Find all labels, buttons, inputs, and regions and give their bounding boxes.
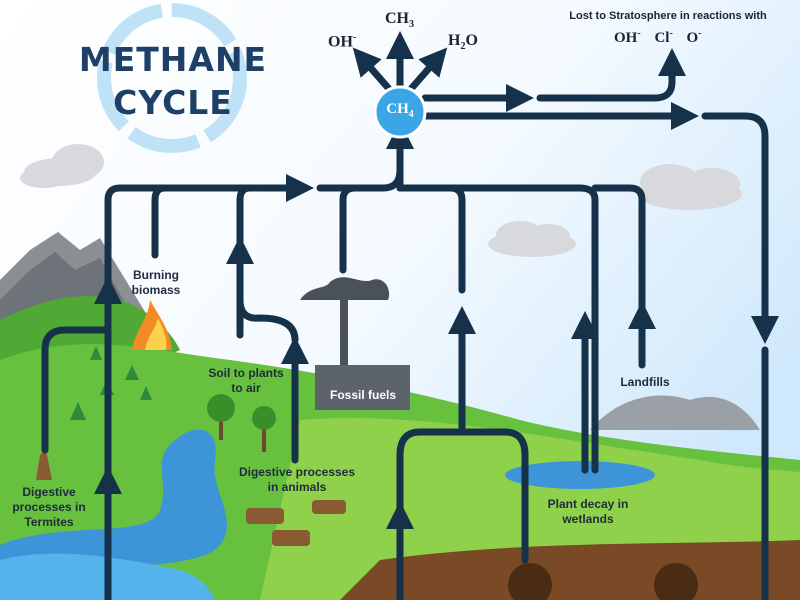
burning-arrow-line xyxy=(151,184,169,259)
right-loop-line xyxy=(701,112,779,344)
collector-arrow xyxy=(104,174,314,600)
cow-icon xyxy=(246,500,346,546)
product-oh: OH- xyxy=(328,32,357,51)
stratosphere-ions: OH- Cl- O- xyxy=(614,28,702,47)
cloud-icon xyxy=(638,164,742,210)
soil-line xyxy=(236,296,299,344)
ion-o: O- xyxy=(686,28,702,46)
ion-oh: OH- xyxy=(614,28,641,46)
ch4-label: CH4 xyxy=(386,101,414,120)
cloud-icon xyxy=(488,221,576,257)
stratosphere-line xyxy=(536,48,686,102)
cloud-icon xyxy=(20,144,104,188)
termite-mound-icon xyxy=(36,450,52,480)
title-line1: METHANE xyxy=(78,40,268,79)
termite-line xyxy=(41,326,112,454)
fire-icon xyxy=(132,300,172,350)
stratosphere-caption: Lost to Stratosphere in reactions with xyxy=(569,10,767,22)
decay-bubble-icon xyxy=(508,563,552,600)
ion-cl: Cl- xyxy=(654,28,673,46)
label-fossil-fuels: Fossil fuels xyxy=(329,388,397,402)
landfill-line xyxy=(591,184,646,314)
label-burning-biomass: Burning biomass xyxy=(131,268,181,297)
label-plant-decay-wetlands: Plant decay in wetlands xyxy=(547,497,629,526)
decay-bubble-icon xyxy=(654,563,698,600)
oh-product-arrow xyxy=(352,47,394,94)
ch4-node-icon xyxy=(373,85,427,139)
label-soil-to-plants: Soil to plants to air xyxy=(208,366,284,395)
label-landfills: Landfills xyxy=(620,375,670,389)
product-ch3: CH3 xyxy=(385,10,414,31)
title-line2: CYCLE xyxy=(113,83,233,122)
landfill-icon xyxy=(590,395,760,430)
tree-icon xyxy=(207,394,276,452)
factory-icon xyxy=(300,277,410,410)
collector-line xyxy=(396,184,599,474)
title-ring-icon xyxy=(97,3,247,153)
wetland-pond-icon xyxy=(505,461,655,489)
h2o-product-arrow xyxy=(406,47,448,94)
label-digestive-termites: Digestive processes in Termites xyxy=(12,485,86,529)
fossil-line xyxy=(339,184,359,274)
page-title: METHANE CYCLE xyxy=(66,40,280,122)
wetland-line xyxy=(446,184,466,294)
product-h2o: H2O xyxy=(448,32,478,53)
soil-trunk-line xyxy=(236,184,254,254)
wetland-split-line xyxy=(396,428,529,600)
label-digestive-animals: Digestive processes in animals xyxy=(238,465,356,494)
